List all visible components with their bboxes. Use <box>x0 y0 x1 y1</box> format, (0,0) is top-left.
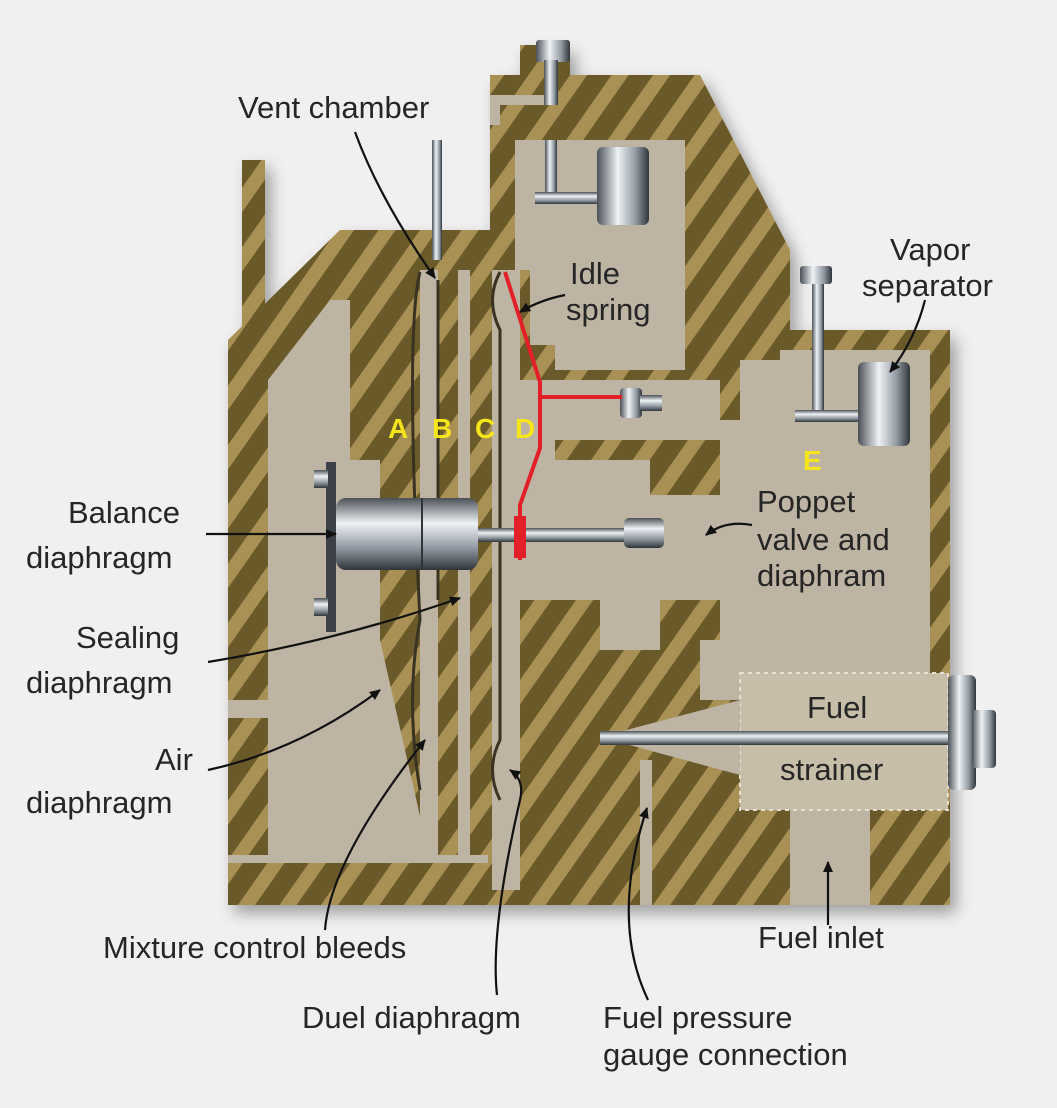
labels: Vent chamber Idle spring Vapor separator… <box>26 90 993 1072</box>
label-balance-1: Balance <box>68 495 180 530</box>
duel-diaphragm <box>491 271 502 801</box>
vapor-cap <box>800 266 832 284</box>
vapor-separator-body <box>858 362 910 446</box>
label-idle-spring-2: spring <box>566 292 650 327</box>
letter-a: A <box>388 413 408 444</box>
strainer-rod <box>600 731 960 745</box>
chamber-d <box>492 270 520 890</box>
label-poppet-3: diaphram <box>757 558 886 593</box>
balance-piston <box>336 498 478 570</box>
letter-c: C <box>475 413 495 444</box>
poppet-chamber <box>520 380 720 650</box>
label-fuel-pressure-2: gauge connection <box>603 1037 848 1072</box>
label-vapor-2: separator <box>862 268 993 303</box>
vent-tube <box>432 140 442 260</box>
label-sealing-2: diaphragm <box>26 665 172 700</box>
air-diaphragm <box>411 271 422 791</box>
label-vapor-1: Vapor <box>890 232 970 267</box>
label-fuel-inlet: Fuel inlet <box>758 920 884 955</box>
vapor-stem <box>812 280 824 415</box>
label-balance-2: diaphragm <box>26 540 172 575</box>
label-idle-spring-1: Idle <box>570 256 620 291</box>
label-air-2: diaphragm <box>26 785 172 820</box>
label-sealing-1: Sealing <box>76 620 179 655</box>
label-fuel-strainer-2: strainer <box>780 752 883 787</box>
chamber-a <box>268 300 430 860</box>
fuel-inlet-channel <box>790 810 870 905</box>
label-duel-diaphragm: Duel diaphragm <box>302 1000 521 1035</box>
top-screw-cap <box>536 40 570 62</box>
leader-lines <box>206 131 927 1001</box>
label-poppet-2: valve and <box>757 522 890 557</box>
main-stem <box>478 528 628 542</box>
label-fuel-pressure-1: Fuel pressure <box>603 1000 793 1035</box>
idle-spring <box>503 271 622 560</box>
idle-valve-body <box>597 147 649 225</box>
label-fuel-strainer-1: Fuel <box>807 690 867 725</box>
label-poppet-1: Poppet <box>757 484 856 519</box>
steel-parts <box>314 40 996 790</box>
label-air-1: Air <box>155 742 193 777</box>
letter-d: D <box>515 413 535 444</box>
label-mixture-control-bleeds: Mixture control bleeds <box>103 930 406 965</box>
letter-b: B <box>432 413 452 444</box>
letter-e: E <box>803 445 822 476</box>
balance-plate <box>326 462 336 632</box>
strainer-cap <box>948 675 976 790</box>
label-vent-chamber: Vent chamber <box>238 90 429 125</box>
